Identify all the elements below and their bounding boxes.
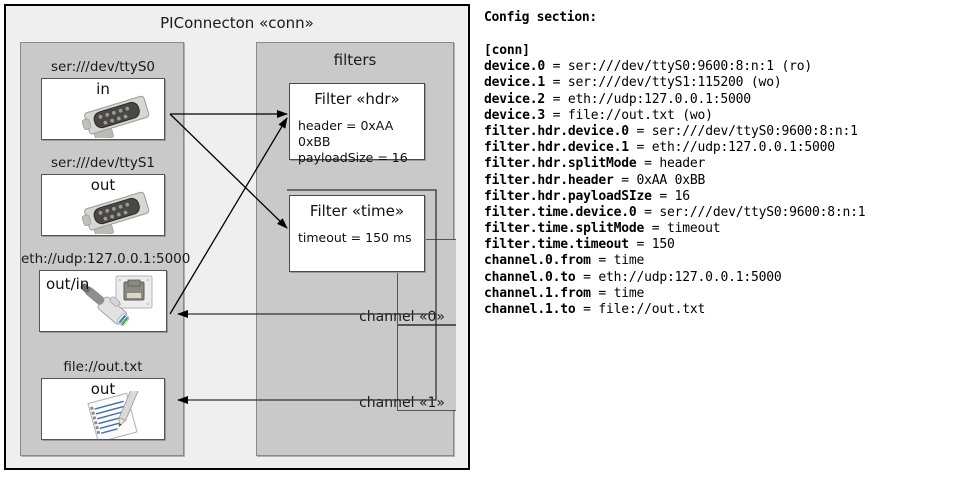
- filter-time-box[interactable]: Filter «time» timeout = 150 ms: [289, 195, 425, 272]
- device-box[interactable]: out: [41, 378, 165, 440]
- config-line: filter.hdr.splitMode = header: [484, 156, 960, 172]
- text-file-icon: [87, 391, 140, 439]
- device-label: eth://udp:127.0.0.1:5000: [21, 251, 191, 267]
- config-key: device.3: [484, 107, 546, 123]
- filter-property: header = 0xAA 0xBB: [298, 118, 394, 149]
- serial-port-icon: [81, 191, 150, 234]
- device-io-label: in: [96, 80, 110, 98]
- device-io-label: out/in: [46, 275, 90, 293]
- config-value: = eth://udp:127.0.0.1:5000: [545, 91, 751, 107]
- filter-properties: header = 0xAA 0xBB payloadSize = 16: [298, 118, 424, 166]
- config-key: channel.0.from: [484, 253, 591, 269]
- config-line: filter.hdr.device.1 = eth://udp:127.0.0.…: [484, 140, 960, 156]
- connector-diagram: PIConnecton «conn» ser:///dev/ttyS0 in: [4, 4, 470, 470]
- config-key: filter.time.device.0: [484, 204, 637, 220]
- config-value: = eth://udp:127.0.0.1:5000: [575, 269, 782, 285]
- config-line: filter.time.splitMode = timeout: [484, 221, 960, 237]
- filters-panel: filters channel «0» channel «1» Filter «…: [256, 42, 456, 456]
- filter-title: Filter «time»: [309, 202, 405, 220]
- config-key: device.1: [484, 75, 546, 91]
- config-value: = ser:///dev/ttyS0:9600:8:n:1: [628, 123, 858, 139]
- config-line: device.3 = file://out.txt (wo): [484, 108, 960, 124]
- config-key: device.2: [484, 91, 546, 107]
- config-key: filter.hdr.splitMode: [484, 156, 637, 172]
- config-key: channel.1.from: [484, 285, 591, 301]
- config-value: = 0xAA 0xBB: [613, 172, 706, 188]
- config-value: = ser:///dev/ttyS1:115200 (wo): [545, 75, 782, 91]
- config-line: device.1 = ser:///dev/ttyS1:115200 (wo): [484, 75, 960, 91]
- config-line: device.2 = eth://udp:127.0.0.1:5000: [484, 92, 960, 108]
- devices-panel: ser:///dev/ttyS0 in: [20, 42, 191, 456]
- config-text-block: [conn]device.0 = ser:///dev/ttyS0:9600:8…: [484, 43, 960, 318]
- config-line: [conn]: [484, 43, 960, 59]
- config-value: = eth://udp:127.0.0.1:5000: [628, 140, 835, 156]
- config-line: channel.0.to = eth://udp:127.0.0.1:5000: [484, 270, 960, 286]
- config-heading: Config section:: [484, 10, 597, 25]
- device-eth-udp[interactable]: eth://udp:127.0.0.1:5000 out/in: [21, 251, 191, 332]
- config-key: [conn]: [484, 43, 530, 58]
- config-value: = timeout: [644, 221, 721, 237]
- config-line: filter.hdr.header = 0xAA 0xBB: [484, 173, 960, 189]
- device-label: ser:///dev/ttyS0: [51, 59, 155, 75]
- filters-panel-title: filters: [333, 51, 377, 69]
- serial-port-icon: [81, 95, 150, 138]
- device-label: ser:///dev/ttyS1: [51, 155, 155, 171]
- filter-hdr-box[interactable]: Filter «hdr» header = 0xAA 0xBB payloadS…: [289, 83, 425, 165]
- config-section: Config section: [conn]device.0 = ser:///…: [484, 8, 960, 318]
- device-io-label: out: [90, 176, 116, 194]
- config-key: filter.hdr.device.0: [484, 123, 629, 139]
- config-line: channel.0.from = time: [484, 253, 960, 269]
- config-key: filter.hdr.header: [484, 172, 614, 188]
- device-ser-ttys1[interactable]: ser:///dev/ttyS1 out: [21, 155, 185, 236]
- config-key: device.0: [484, 59, 546, 75]
- config-line: filter.hdr.payloadSIze = 16: [484, 189, 960, 205]
- config-value: = ser:///dev/ttyS0:9600:8:n:1: [636, 204, 866, 220]
- device-file-out[interactable]: file://out.txt out: [21, 359, 185, 440]
- config-line: filter.time.device.0 = ser:///dev/ttyS0:…: [484, 205, 960, 221]
- filter-title: Filter «hdr»: [314, 90, 400, 108]
- config-line: filter.hdr.device.0 = ser:///dev/ttyS0:9…: [484, 124, 960, 140]
- config-value: = 150: [628, 237, 675, 253]
- config-value: = ser:///dev/ttyS0:9600:8:n:1 (ro): [545, 59, 813, 75]
- config-value: = time: [590, 253, 645, 269]
- config-value: = file://out.txt (wo): [545, 107, 713, 123]
- config-key: channel.1.to: [484, 302, 576, 317]
- config-key: filter.hdr.payloadSIze: [484, 188, 652, 204]
- config-value: = time: [590, 285, 645, 301]
- config-key: channel.0.to: [484, 269, 576, 285]
- device-ser-ttys0[interactable]: ser:///dev/ttyS0 in: [21, 59, 185, 140]
- config-key: filter.hdr.device.1: [484, 140, 629, 156]
- filter-properties: timeout = 150 ms: [298, 230, 424, 246]
- device-box[interactable]: out/in: [39, 270, 167, 332]
- config-key: filter.time.splitMode: [484, 221, 645, 237]
- config-value: = 16: [651, 188, 690, 204]
- device-box[interactable]: in: [41, 78, 165, 140]
- config-value: = header: [636, 156, 706, 172]
- filter-property: payloadSize = 16: [298, 150, 408, 165]
- config-line: channel.1.to = file://out.txt: [484, 302, 960, 318]
- config-line: channel.1.from = time: [484, 286, 960, 302]
- config-line: device.0 = ser:///dev/ttyS0:9600:8:n:1 (…: [484, 59, 960, 75]
- device-box[interactable]: out: [41, 174, 165, 236]
- device-label: file://out.txt: [63, 359, 143, 375]
- device-io-label: out: [90, 380, 116, 398]
- config-line: filter.time.timeout = 150: [484, 237, 960, 253]
- ethernet-jack-icon: [80, 275, 153, 326]
- channel-1-label: channel «1»: [359, 395, 445, 411]
- filter-property: timeout = 150 ms: [298, 230, 412, 245]
- config-key: filter.time.timeout: [484, 237, 629, 253]
- diagram-title: PIConnecton «conn»: [160, 14, 314, 32]
- config-value: = file://out.txt: [575, 302, 706, 317]
